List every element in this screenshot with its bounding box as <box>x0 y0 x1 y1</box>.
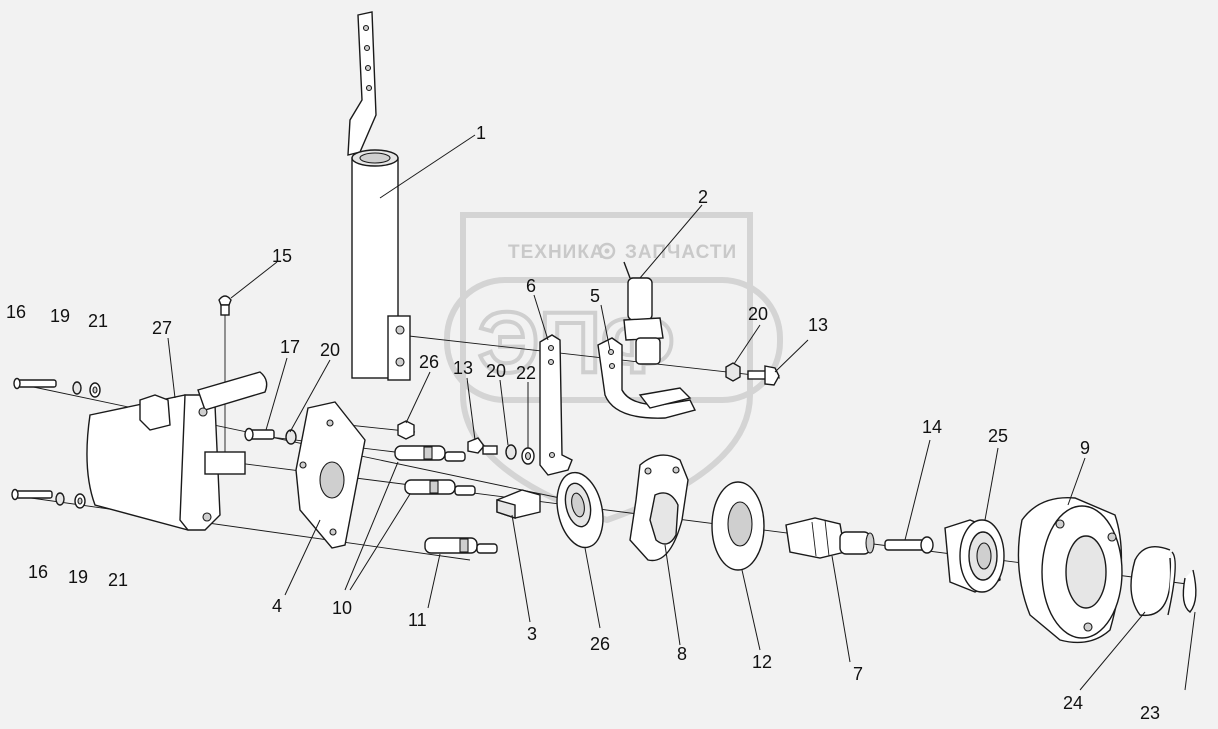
callout-1: 1 <box>476 123 486 143</box>
callout-13-middle: 13 <box>453 358 473 378</box>
part-13-bolt-right <box>747 365 780 386</box>
part-19-washer-bottom <box>55 492 65 506</box>
part-6-lever <box>539 334 573 476</box>
callout-13-right: 13 <box>808 315 828 335</box>
callout-27: 27 <box>152 318 172 338</box>
callout-21-top: 21 <box>88 311 108 331</box>
watermark-left-text: ТЕХНИКА <box>508 242 605 263</box>
part-7-shaft <box>785 517 875 559</box>
part-26-nut <box>397 420 415 440</box>
part-19-washer-top <box>72 381 82 395</box>
watermark-gear-icon <box>598 242 616 260</box>
callout-19-top: 19 <box>50 306 70 326</box>
part-16-bolt-top <box>13 377 57 390</box>
callout-6: 6 <box>526 276 536 296</box>
part-24-circlip <box>1130 546 1176 617</box>
part-15-pin <box>218 295 232 316</box>
callout-11: 11 <box>408 610 427 630</box>
part-16-bolt-bottom <box>11 488 53 501</box>
callout-20-right: 20 <box>748 304 768 324</box>
callout-21-bottom: 21 <box>108 570 128 590</box>
callout-7: 7 <box>853 664 863 684</box>
part-3-key-block <box>496 489 541 519</box>
part-26-washer-plate <box>556 471 604 549</box>
part-20-nut-middle <box>505 444 517 460</box>
callout-14: 14 <box>922 417 942 437</box>
callout-26-top: 26 <box>419 352 439 372</box>
callout-16-top: 16 <box>6 302 26 322</box>
part-10-pin-upper <box>394 445 466 462</box>
part-10-pin-lower <box>404 479 476 496</box>
callout-20-middle: 20 <box>486 361 506 381</box>
part-25-bearing <box>944 519 1005 593</box>
part-23-circlip <box>1182 569 1197 613</box>
callout-5: 5 <box>590 286 600 306</box>
watermark-right-text: ЗАПЧАСТИ <box>625 242 737 263</box>
callout-3: 3 <box>527 624 537 644</box>
callout-4: 4 <box>272 596 282 616</box>
part-11-pin <box>424 537 498 554</box>
part-13-bolt-middle <box>467 437 498 455</box>
callout-23: 23 <box>1140 703 1160 723</box>
part-21-washer-top <box>89 382 101 398</box>
part-21-washer-bottom <box>74 493 86 509</box>
part-1-tube-bracket <box>347 11 411 381</box>
part-22-washer <box>521 447 535 465</box>
part-12-ring <box>711 481 765 571</box>
callout-19-bottom: 19 <box>68 567 88 587</box>
callout-2: 2 <box>698 187 708 207</box>
callout-16-bottom: 16 <box>28 562 48 582</box>
part-9-hub <box>1017 496 1123 644</box>
callout-15: 15 <box>272 246 292 266</box>
callouts: 1 2 3 4 5 6 7 8 9 10 11 12 13 13 14 15 1… <box>6 123 1160 723</box>
part-20-nut-left <box>285 429 297 445</box>
part-27-housing <box>86 371 268 531</box>
part-8-cam-plate <box>629 454 689 562</box>
part-4-flange-plate <box>295 401 366 549</box>
callout-9: 9 <box>1080 438 1090 458</box>
callout-20-left: 20 <box>320 340 340 360</box>
part-5-clip <box>597 337 697 419</box>
callout-24: 24 <box>1063 693 1083 713</box>
callout-12: 12 <box>752 652 772 672</box>
part-20-nut-right <box>725 362 741 382</box>
leader-lines <box>167 134 1196 691</box>
callout-8: 8 <box>677 644 687 664</box>
part-17-bolt <box>244 427 275 442</box>
callout-26-bottom: 26 <box>590 634 610 654</box>
callout-22: 22 <box>516 363 536 383</box>
callout-17: 17 <box>280 337 300 357</box>
part-14-bolt <box>884 536 934 554</box>
callout-10: 10 <box>332 598 352 618</box>
callout-25: 25 <box>988 426 1008 446</box>
